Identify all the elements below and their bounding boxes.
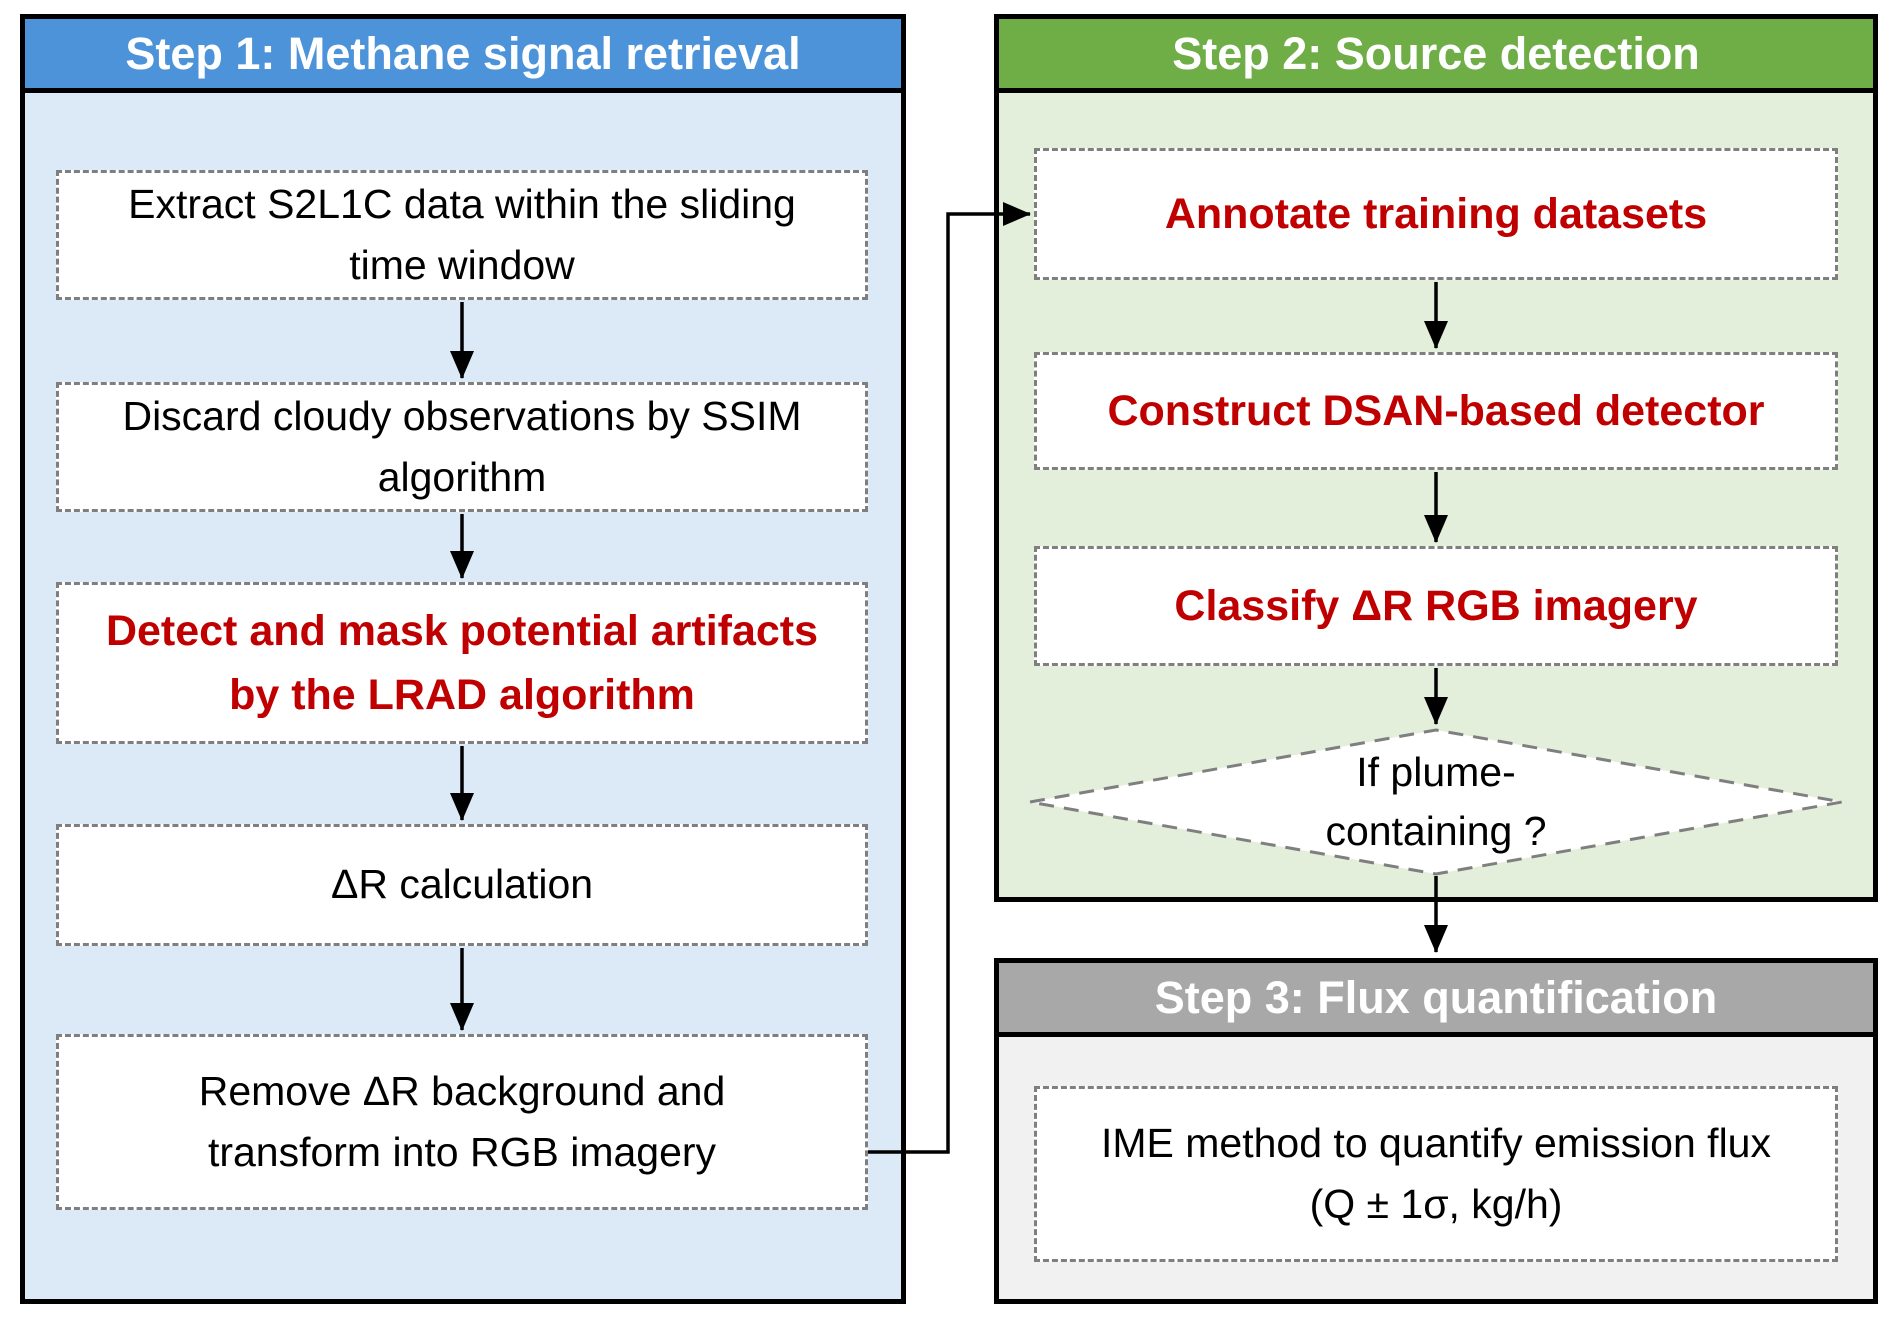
decision-plume-containing: If plume- containing ? [1156,738,1716,866]
step1-box-remove-background: Remove ΔR background and transform into … [56,1034,868,1210]
box-line: ΔR calculation [330,861,594,908]
step2-box-annotate-datasets: Annotate training datasets [1034,148,1838,280]
box-line: Extract S2L1C data within the sliding [128,180,796,227]
step3-box-ime-method: IME method to quantify emission flux (Q … [1034,1086,1838,1262]
step2-title: Step 2: Source detection [1172,27,1700,79]
step2-box-classify-imagery: Classify ΔR RGB imagery [1034,546,1838,666]
box-line: Remove ΔR background and [198,1067,726,1114]
decision-line: If plume- [1356,748,1516,795]
step2-box-construct-detector: Construct DSAN-based detector [1034,352,1838,470]
decision-line: containing ? [1325,808,1547,854]
box-line: by the LRAD algorithm [229,671,695,719]
box-line: transform into RGB imagery [207,1129,717,1175]
step1-box-extract-data: Extract S2L1C data within the sliding ti… [56,170,868,300]
step1-header: Step 1: Methane signal retrieval [25,19,901,93]
box-line: Annotate training datasets [1164,189,1708,238]
box-line: Detect and mask potential artifacts [105,606,819,655]
box-line: time window [349,242,575,288]
box-line: Classify ΔR RGB imagery [1174,581,1698,630]
box-line: (Q ± 1σ, kg/h) [1309,1181,1563,1227]
step3-header: Step 3: Flux quantification [999,963,1873,1037]
box-line: Discard cloudy observations by SSIM [122,392,802,439]
step3-title: Step 3: Flux quantification [1154,971,1718,1023]
box-line: algorithm [377,454,547,500]
step1-title: Step 1: Methane signal retrieval [125,27,801,79]
box-line: IME method to quantify emission flux [1101,1119,1771,1166]
step2-header: Step 2: Source detection [999,19,1873,93]
step1-box-lrad-mask: Detect and mask potential artifacts by t… [56,582,868,744]
step1-box-dr-calculation: ΔR calculation [56,824,868,946]
box-line: Construct DSAN-based detector [1107,386,1765,435]
step1-box-discard-cloudy: Discard cloudy observations by SSIM algo… [56,382,868,512]
